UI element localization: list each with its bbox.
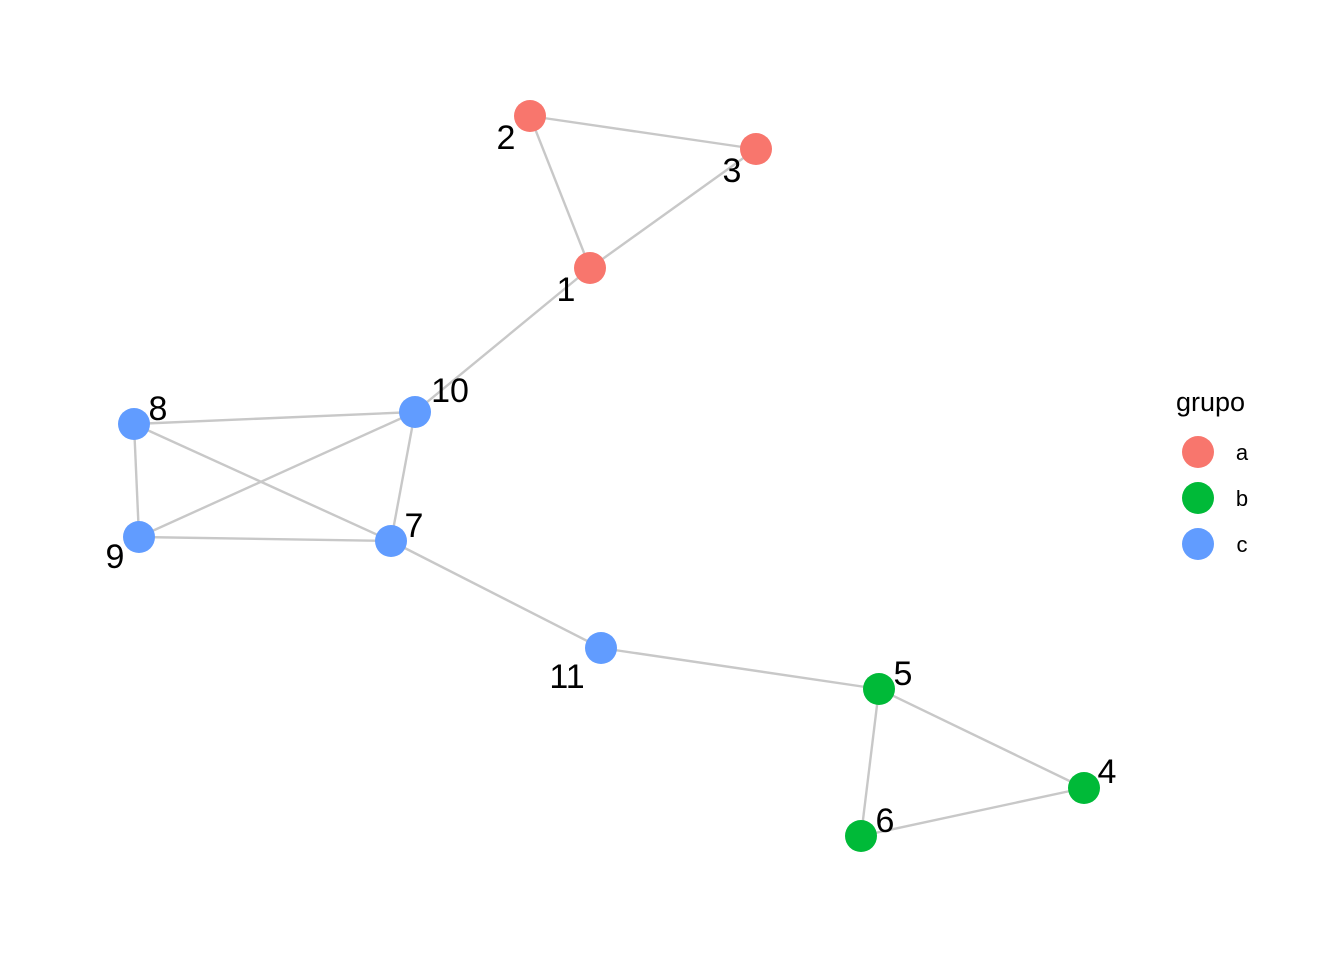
- edge-8-9: [132, 423, 141, 538]
- legend-key-b: [1182, 482, 1214, 514]
- legend-items: abc: [1182, 436, 1249, 560]
- edge-9-7: [138, 535, 392, 543]
- edge-9-10: [138, 410, 416, 539]
- node-3: [740, 133, 772, 165]
- edge-10-7: [389, 411, 417, 542]
- edge-11-5: [600, 646, 880, 691]
- node-label-11: 11: [549, 658, 584, 696]
- edge-6-4: [860, 786, 1085, 838]
- edge-5-4: [878, 687, 1085, 790]
- node-7: [375, 525, 407, 557]
- node-label-9: 9: [106, 538, 125, 576]
- edge-5-6: [859, 688, 881, 837]
- node-8: [118, 408, 150, 440]
- legend-key-a: [1182, 436, 1214, 468]
- node-label-7: 7: [405, 507, 424, 545]
- edge-8-7: [133, 422, 392, 543]
- legend-title: grupo: [1176, 387, 1245, 417]
- labels-layer: 1 2 3 4 5 6 7 8 9 10 11: [106, 119, 1117, 840]
- node-11: [585, 632, 617, 664]
- legend-item-a: a: [1182, 436, 1249, 468]
- legend-label-c: c: [1237, 532, 1248, 557]
- node-label-6: 6: [876, 802, 895, 840]
- node-label-1: 1: [557, 271, 576, 309]
- node-label-8: 8: [149, 390, 168, 428]
- legend-label-a: a: [1236, 440, 1249, 465]
- node-label-5: 5: [894, 655, 913, 693]
- edge-3-1: [589, 148, 757, 269]
- node-label-3: 3: [723, 152, 742, 190]
- edges-layer: [132, 114, 1085, 838]
- node-4: [1068, 772, 1100, 804]
- edge-2-3: [529, 114, 757, 151]
- legend: grupo abc: [1176, 387, 1249, 560]
- edge-2-1: [528, 115, 592, 269]
- legend-item-b: b: [1182, 482, 1248, 514]
- nodes-layer: [118, 100, 1100, 852]
- node-10: [399, 396, 431, 428]
- node-1: [574, 252, 606, 284]
- node-2: [514, 100, 546, 132]
- edge-1-10: [414, 267, 591, 413]
- legend-item-c: c: [1182, 528, 1248, 560]
- node-9: [123, 521, 155, 553]
- node-5: [863, 673, 895, 705]
- edge-8-10: [133, 410, 416, 426]
- node-label-2: 2: [497, 119, 516, 157]
- node-label-4: 4: [1098, 753, 1117, 791]
- node-6: [845, 820, 877, 852]
- node-label-10: 10: [431, 372, 469, 410]
- legend-key-c: [1182, 528, 1214, 560]
- edge-7-11: [390, 539, 602, 650]
- legend-label-b: b: [1236, 486, 1248, 511]
